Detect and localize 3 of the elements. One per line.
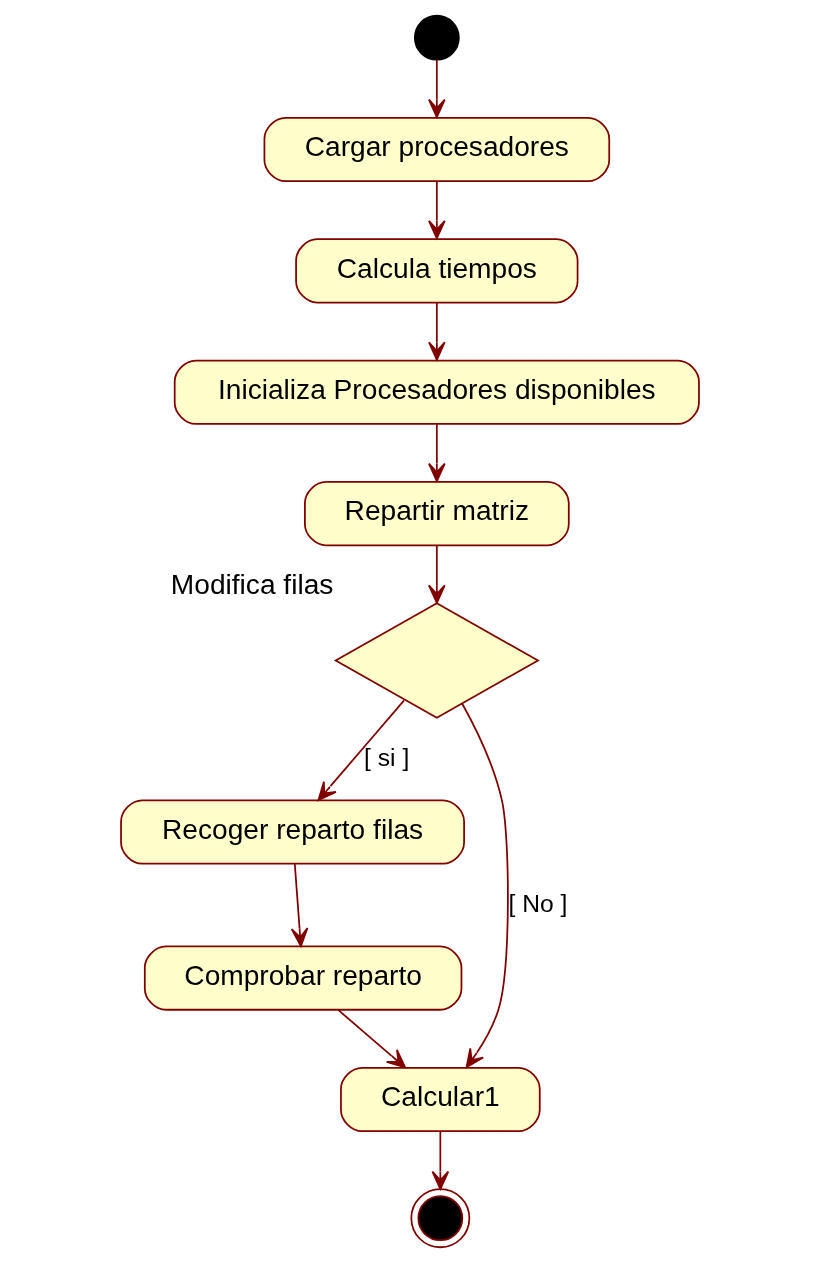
node-label: Modifica filas xyxy=(170,569,333,601)
edge-label: [ si ] xyxy=(363,743,409,771)
edge-label: [ No ] xyxy=(508,889,567,917)
